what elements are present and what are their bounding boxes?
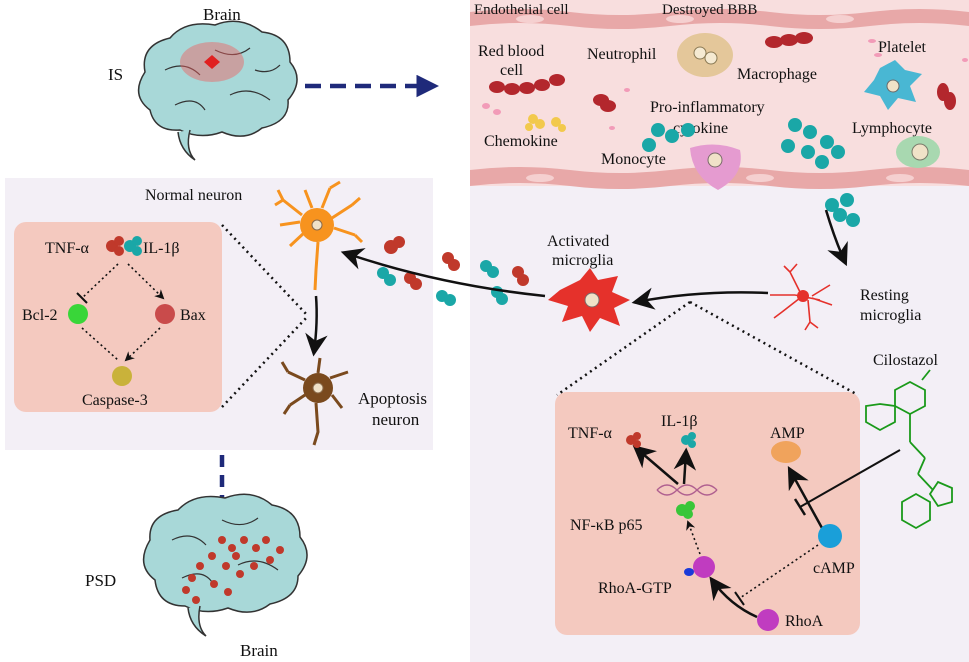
cilostazol-molecule: [865, 369, 953, 530]
label-rhoa: RhoA: [785, 613, 824, 630]
label-tnf-alpha-left: TNF-α: [45, 240, 90, 257]
label-apoptosis-neuron-1: Apoptosis: [358, 389, 427, 408]
label-camp: cAMP: [813, 560, 855, 577]
label-endothelial-cell: Endothelial cell: [474, 2, 569, 18]
tnf-activates-bax: [127, 263, 165, 300]
label-brain-bottom: Brain: [240, 641, 278, 660]
lymphocyte-cell: [896, 136, 940, 168]
label-tnf-alpha-right: TNF-α: [568, 425, 613, 442]
zoom-line-upper-right-b: [689, 300, 859, 397]
il1b-cytokine-left: [124, 236, 142, 256]
bcl2-protein: [68, 304, 88, 324]
amp-molecule: [771, 441, 801, 463]
label-red-blood-cell-2: cell: [500, 62, 524, 79]
tnf-inhibits-bcl2: [81, 263, 119, 299]
brain-top-illustration: [137, 20, 298, 161]
label-activated-microglia-2: microglia: [552, 252, 613, 269]
chemokine-particles: [525, 114, 566, 132]
label-caspase3: Caspase-3: [82, 392, 148, 409]
label-monocyte: Monocyte: [601, 151, 666, 168]
label-il1b-right: IL-1β: [661, 413, 698, 430]
label-platelet: Platelet: [878, 39, 927, 56]
microglia-to-neuron-arrow: [340, 248, 546, 298]
platelet-particles: [482, 39, 968, 130]
normal-to-apoptosis-arrow: [305, 295, 328, 357]
label-macrophage: Macrophage: [737, 66, 817, 83]
rhoa-to-gtp-arrow: [709, 576, 758, 619]
label-resting-microglia-1: Resting: [860, 287, 909, 304]
label-bcl2: Bcl-2: [22, 307, 58, 324]
camp-molecule: [818, 524, 842, 548]
resting-microglia-body: [797, 290, 809, 302]
bcl2-inhibits-caspase: [81, 327, 119, 361]
cytokines-from-vessel: [825, 193, 860, 227]
label-nfkb-p65: NF-κB p65: [570, 517, 643, 534]
nfkb-to-il1b-arrow: [673, 447, 697, 485]
dna-helix: [656, 484, 718, 496]
brain-bottom-illustration: [142, 493, 308, 637]
monocyte-cell: [690, 144, 741, 190]
label-activated-microglia-1: Activated: [547, 233, 609, 250]
cytokine-clusters: [642, 118, 845, 169]
camp-inhibits-rhoa-activation: [739, 544, 819, 599]
cilostazol-inhibition-tbar: [793, 498, 807, 516]
normal-neuron-cell: [274, 180, 364, 291]
cytokines-released: [377, 236, 529, 306]
label-lymphocyte: Lymphocyte: [852, 120, 932, 137]
resting-to-activated-arrow: [631, 287, 769, 310]
label-pro-inflammatory-1: Pro-inflammatory: [650, 99, 765, 116]
apoptosis-neuron-cell: [280, 357, 349, 446]
label-normal-neuron: Normal neuron: [145, 187, 242, 204]
apoptosis-pathway-box: [14, 222, 222, 412]
neutrophil-cell: [677, 33, 733, 77]
label-bax: Bax: [180, 307, 206, 324]
tnf-inhibits-bcl2-tbar: [76, 292, 88, 304]
label-amp: AMP: [770, 425, 805, 442]
cilostazol-inhibition: [799, 449, 901, 508]
vessel-to-resting-arrow: [824, 209, 848, 267]
rhoa-gtp-complex: [684, 556, 715, 578]
macrophage-cell: [864, 60, 922, 110]
nfkb-to-tnf-arrow: [632, 445, 679, 485]
bax-protein: [155, 304, 175, 324]
label-psd: PSD: [85, 571, 116, 590]
label-is: IS: [108, 65, 123, 84]
label-resting-microglia-2: microglia: [860, 307, 921, 324]
label-rhoa-gtp: RhoA-GTP: [598, 580, 672, 597]
camp-inhibits-tbar: [734, 591, 745, 606]
camp-to-amp-arrow: [787, 466, 824, 529]
tnf-alpha-cytokine-left: [106, 236, 124, 256]
rhoa-protein: [757, 609, 779, 631]
tnf-alpha-cytokine-right: [626, 432, 641, 448]
nfkb-p65-protein: [676, 501, 695, 519]
il1b-cytokine-right: [681, 432, 696, 448]
label-red-blood-cell-1: Red blood: [478, 43, 544, 60]
label-chemokine: Chemokine: [484, 133, 558, 150]
activated-microglia-cell: [548, 268, 630, 332]
label-destroyed-bbb: Destroyed BBB: [662, 2, 757, 18]
label-neutrophil: Neutrophil: [587, 46, 657, 63]
label-cilostazol: Cilostazol: [873, 352, 938, 369]
caspase3-protein: [112, 366, 132, 386]
red-blood-cells: [489, 32, 956, 112]
label-brain-top: Brain: [203, 5, 241, 24]
rhoa-gtp-to-nfkb-arrow: [686, 520, 701, 555]
label-apoptosis-neuron-2: neuron: [372, 410, 420, 429]
label-il1b-left: IL-1β: [143, 240, 180, 257]
